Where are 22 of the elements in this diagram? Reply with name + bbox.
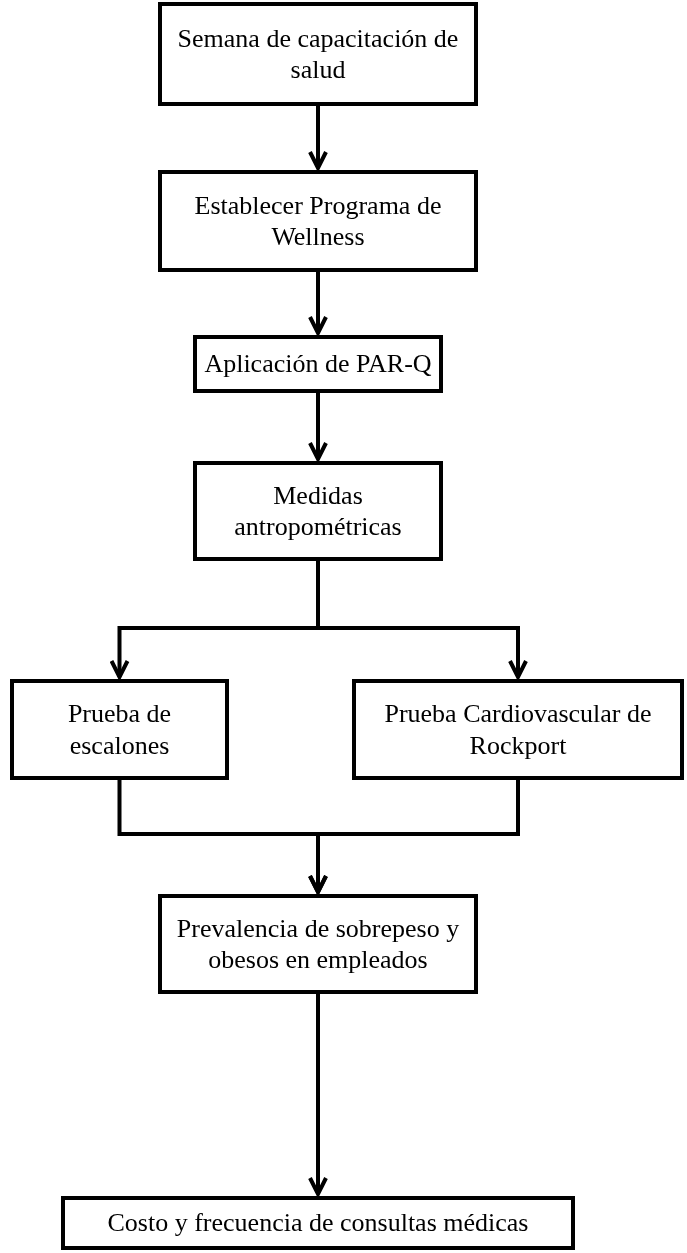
box-label: Prueba Cardiovascular de Rockport [383, 698, 653, 761]
box-label: Medidas antropométricas [233, 479, 403, 543]
process-box [61, 1196, 575, 1250]
process-box [158, 894, 478, 994]
arrow [308, 393, 328, 461]
process-box [10, 679, 229, 780]
process-box [158, 170, 478, 272]
box-label: Prevalencia de sobrepeso y obesos en empleados [175, 912, 461, 976]
arrow [316, 561, 528, 679]
arrow [308, 106, 328, 170]
box-label: Establecer Programa de Wellness [193, 189, 443, 253]
box-label: Aplicación de PAR-Q [204, 348, 432, 380]
process-box [352, 679, 684, 780]
arrow [308, 272, 328, 335]
arrow [308, 780, 520, 894]
box-label: Semana de capacitación de salud [176, 22, 460, 86]
process-box [193, 461, 443, 561]
arrow [308, 994, 328, 1196]
process-box [193, 335, 443, 393]
process-box [158, 2, 478, 106]
box-label: Costo y frecuencia de consultas médicas [107, 1207, 529, 1239]
box-label: Prueba de escalones [66, 698, 173, 761]
